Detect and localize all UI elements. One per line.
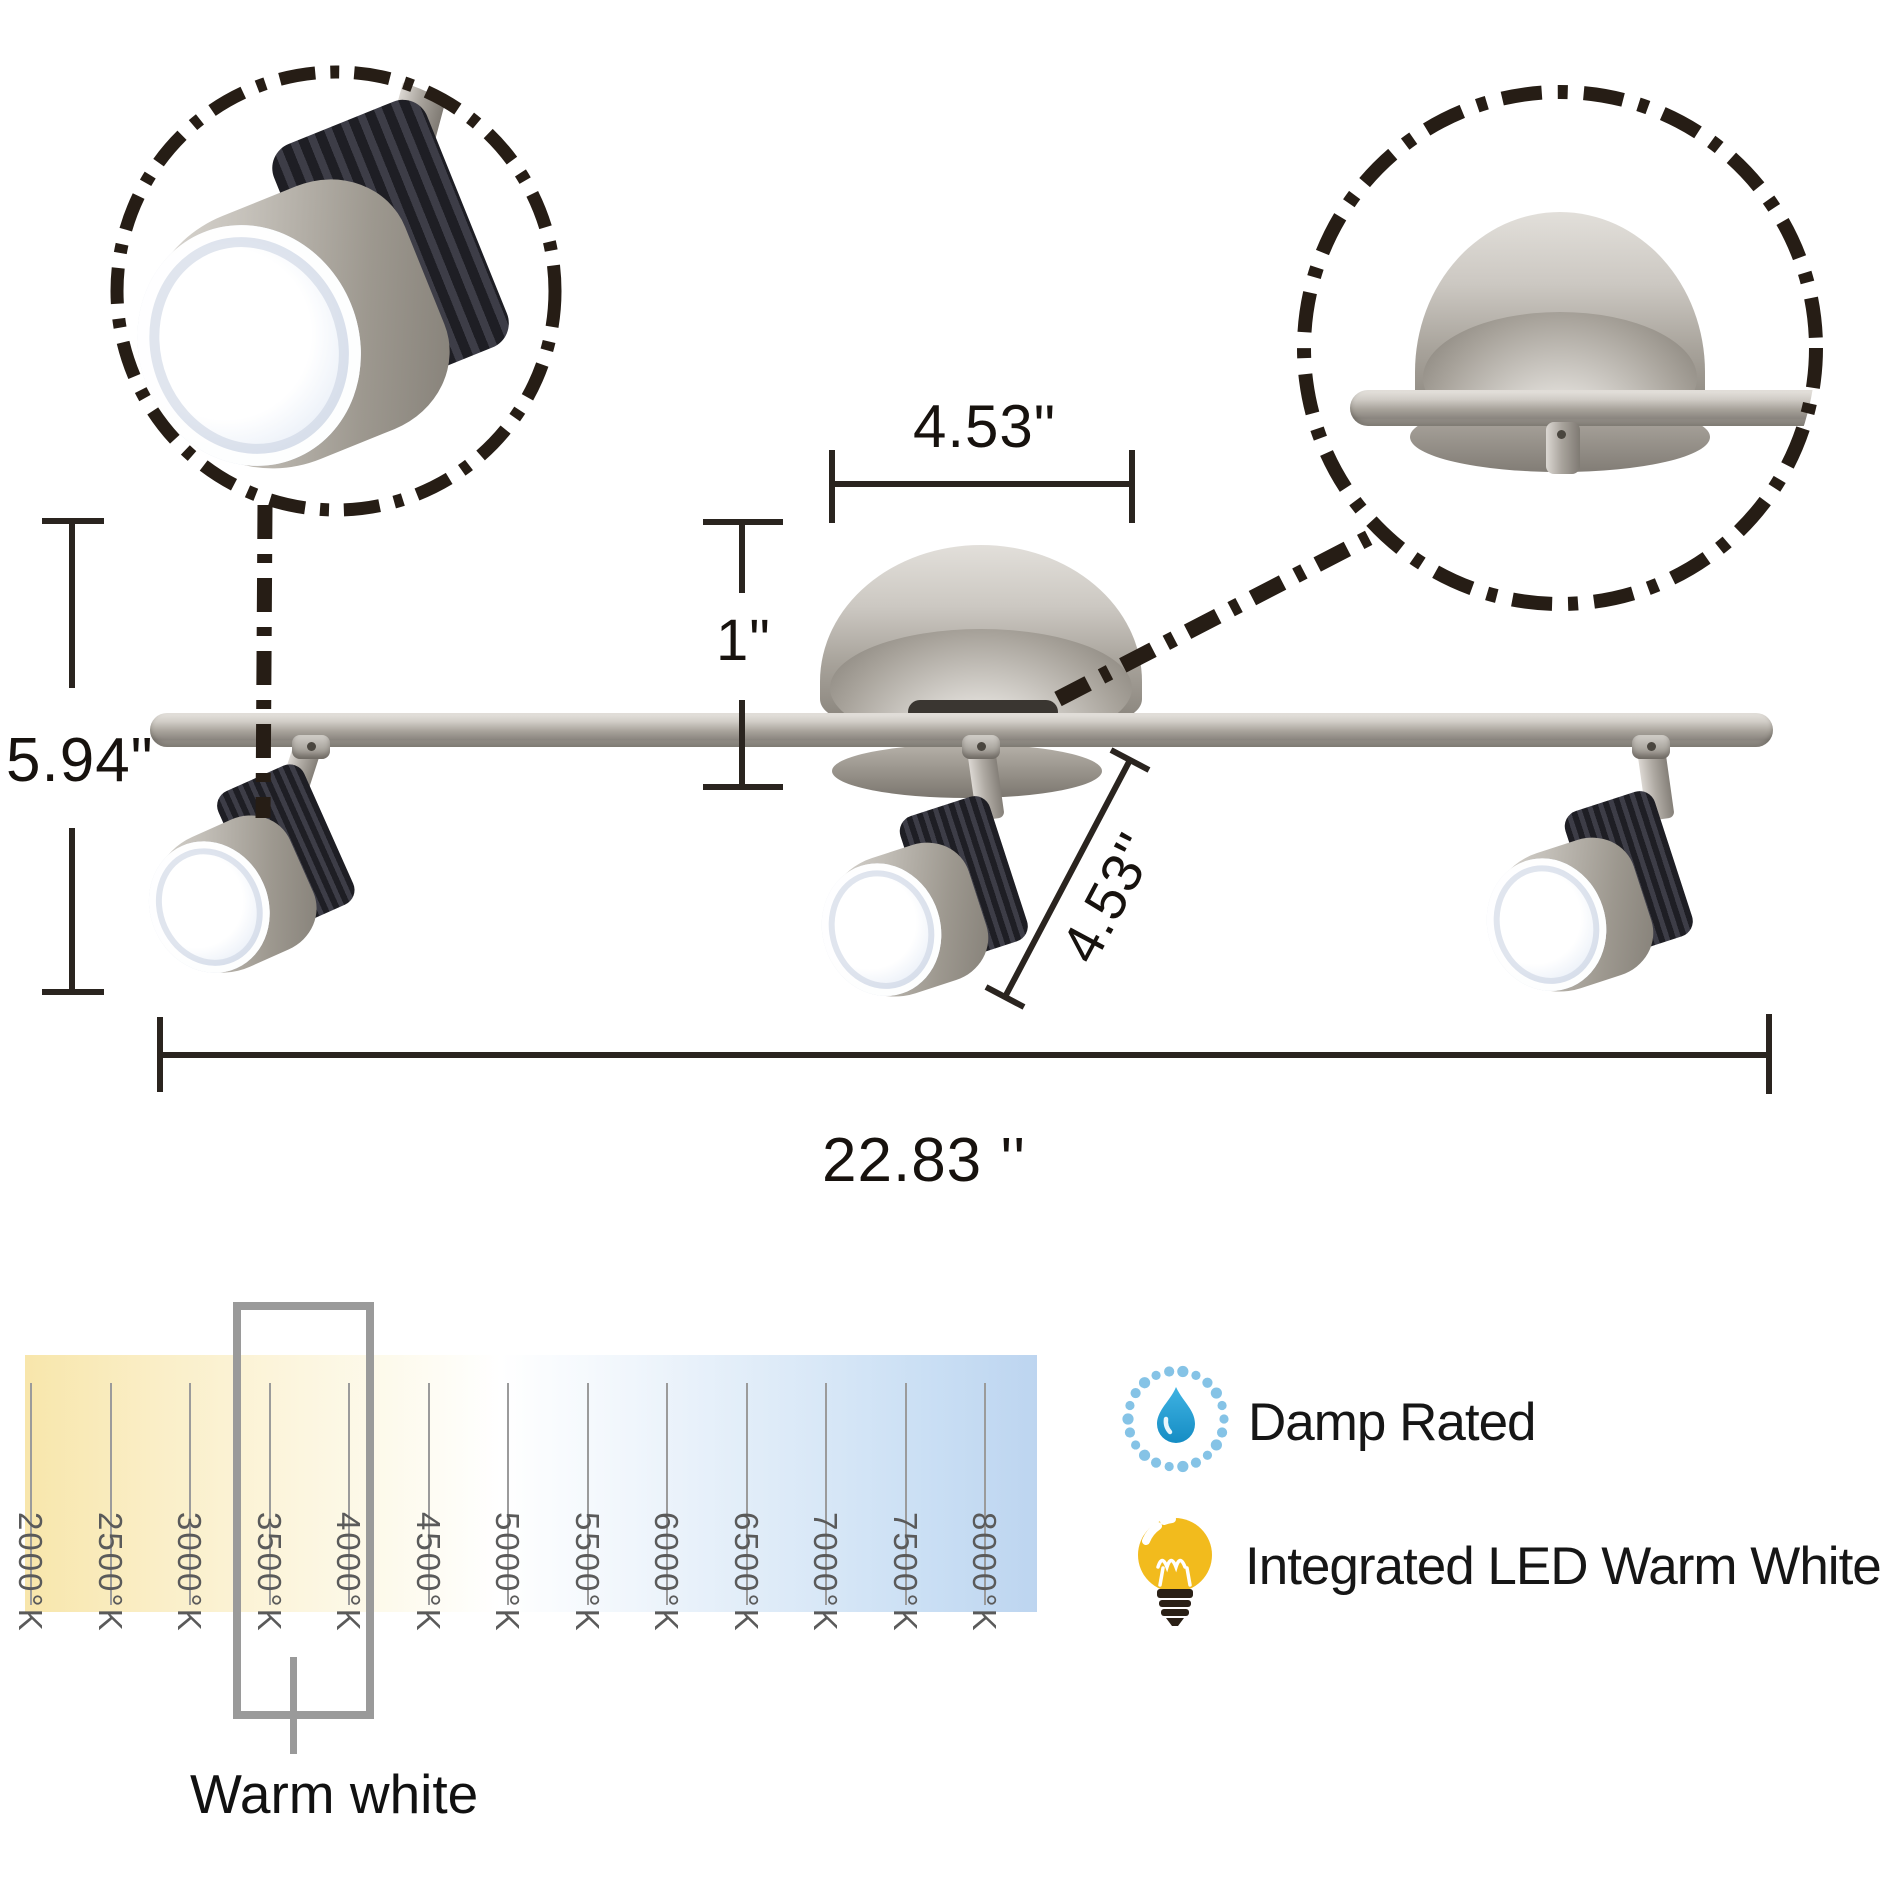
ring-dot [1219, 1414, 1229, 1424]
ring-dot [1216, 1427, 1228, 1438]
ring-dot [1124, 1427, 1136, 1438]
ring-dot [1177, 1365, 1189, 1378]
ring-dot [1191, 1370, 1201, 1380]
dim-tick [157, 1017, 163, 1092]
ring-dot [1177, 1460, 1189, 1473]
detail-view-canopy [1304, 92, 1816, 604]
fixture-height-dim-line [69, 521, 75, 688]
scale-tick [348, 1383, 350, 1605]
scale-tick [825, 1383, 827, 1605]
callout-connector-left [255, 504, 273, 819]
total-length-dim-line [157, 1052, 1772, 1058]
canopy-width-dim-line [829, 481, 1135, 487]
scale-tick [507, 1383, 509, 1605]
scale-tick [268, 1383, 271, 1605]
scale-tick [189, 1383, 191, 1605]
dim-tick [984, 984, 1026, 1010]
fixture-height-dim-line [69, 828, 75, 992]
dim-tick [703, 784, 783, 790]
detail-circle-right [1297, 85, 1823, 611]
ring-dot [1210, 1387, 1222, 1399]
canopy-height-label: 1" [716, 608, 771, 673]
canopy-width-label: 4.53" [913, 393, 1057, 460]
ring-dot [1217, 1400, 1227, 1411]
head-size-dim-line [1002, 758, 1133, 999]
detail-hinge-screw [1557, 430, 1566, 439]
scale-tick [666, 1383, 668, 1605]
fixture-height-label: 5.94" [6, 726, 154, 795]
dim-tick [829, 450, 835, 523]
dim-tick [1129, 450, 1135, 523]
ring-dot [1151, 1370, 1161, 1380]
canopy-height-dim-line [739, 519, 745, 593]
warm-white-pointer-line [290, 1657, 297, 1754]
scale-tick [109, 1383, 112, 1605]
ring-dot [1164, 1461, 1174, 1472]
total-length-label: 22.83 '' [822, 1126, 1027, 1195]
ring-dot [1164, 1366, 1175, 1377]
detail-track-rail [1350, 390, 1816, 426]
ring-dot [1150, 1457, 1162, 1468]
ring-dot [1202, 1377, 1213, 1388]
detail-view-head [117, 72, 555, 510]
warm-white-caption: Warm white [190, 1763, 479, 1825]
scale-tick [586, 1383, 589, 1605]
dim-tick [1766, 1014, 1772, 1094]
detail-circle-left [110, 65, 562, 517]
feature-integrated-led-label: Integrated LED Warm White [1245, 1537, 1882, 1596]
dim-tick [42, 989, 104, 995]
ring-dot [1190, 1457, 1202, 1468]
ring-dot [1202, 1450, 1213, 1460]
scale-tick [904, 1383, 907, 1605]
ring-dot [1210, 1439, 1222, 1451]
ring-dot [1130, 1387, 1141, 1399]
water-drop-icon [1122, 1365, 1229, 1473]
warm-white-highlight-box [233, 1302, 374, 1719]
ring-dot [1138, 1377, 1151, 1389]
track-rail [150, 713, 1773, 747]
callout-connector-right [1054, 526, 1380, 707]
ring-dot [1138, 1449, 1151, 1461]
left-hinge-screw [307, 742, 316, 751]
feature-damp-rated-label: Damp Rated [1248, 1393, 1537, 1452]
ring-dot [1131, 1440, 1141, 1450]
right-hinge-screw [1647, 742, 1656, 751]
scale-tick [30, 1383, 32, 1605]
ring-dot [1125, 1400, 1135, 1411]
canopy-height-dim-line [739, 700, 745, 786]
scale-tick [427, 1383, 430, 1605]
ring-dot [1122, 1413, 1134, 1425]
middle-hinge-screw [977, 742, 986, 751]
dim-tick [1109, 747, 1151, 773]
light-bulb-icon [1138, 1515, 1212, 1626]
scale-tick [745, 1383, 748, 1605]
scale-tick [984, 1383, 986, 1605]
